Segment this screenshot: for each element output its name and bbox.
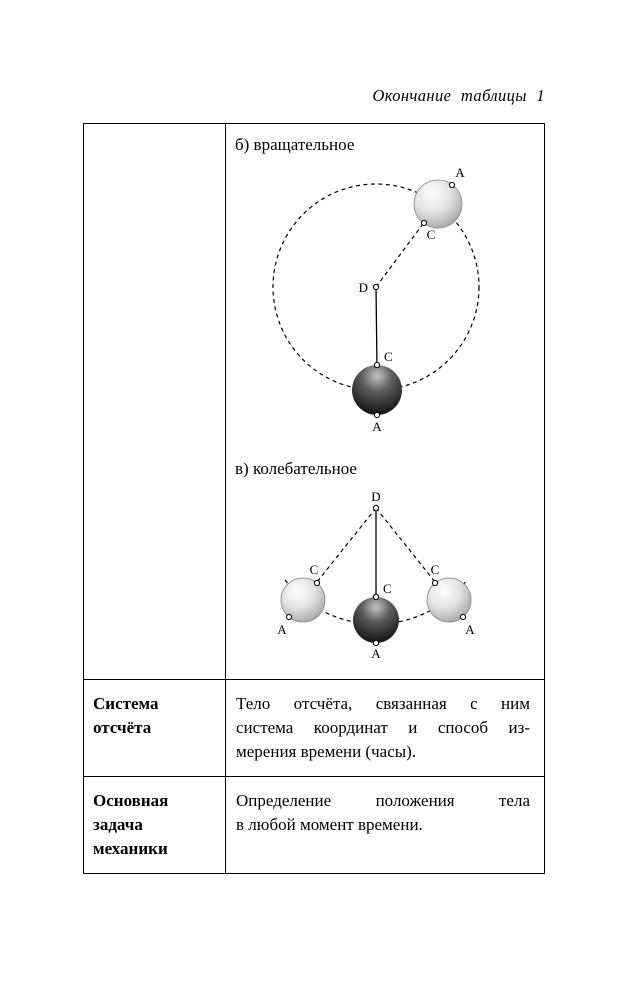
rotation-path-circle (272, 183, 480, 391)
term-cell-empty (84, 124, 226, 679)
table-row-reference-frame: Система отсчёта Тело отсчёта, связанная … (84, 679, 544, 776)
term-line: Система (93, 694, 159, 713)
label-d: D (359, 280, 368, 295)
radius-solid-line (375, 286, 378, 369)
oscillatory-motion-diagram: D C A C A C A (277, 489, 475, 661)
table-row-main-task: Основная задача механики Определение пол… (84, 776, 544, 873)
term-line: отсчёта (93, 718, 152, 737)
definition-main-task: Определение положения тела в любой момен… (226, 777, 544, 873)
term-line: Основная (93, 791, 169, 810)
term-line: механики (93, 839, 168, 858)
label-c-center: C (383, 581, 392, 596)
label-d: D (371, 489, 380, 504)
point-marker-c-top (420, 219, 428, 227)
term-line: задача (93, 815, 143, 834)
oscillatory-caption: в) колебательное (235, 459, 357, 478)
main-table: б) вращательное (83, 123, 545, 874)
definition-line: Тело отсчёта, связанная с ним (236, 694, 530, 713)
label-a-bottom: A (372, 419, 382, 434)
definition-line: мерения времени (часы). (236, 742, 417, 761)
point-marker-a-left (285, 613, 293, 621)
rotational-caption: б) вращательное (235, 135, 355, 154)
definition-line: система координат и способ из- (236, 718, 530, 737)
definition-line: Определение положения тела (236, 791, 530, 810)
point-marker-a-top (448, 181, 456, 189)
term-main-task: Основная задача механики (84, 777, 226, 873)
label-c-bottom: C (384, 349, 393, 364)
point-marker-c-bottom (373, 361, 381, 369)
light-ball (413, 179, 463, 229)
point-marker-d (372, 504, 380, 512)
dark-ball (352, 365, 402, 415)
label-a-left: A (277, 622, 287, 637)
label-c-top: C (427, 227, 436, 242)
center-dark-ball (353, 597, 399, 643)
table-row-diagrams: б) вращательное (84, 124, 544, 679)
term-reference-frame: Система отсчёта (84, 680, 226, 776)
label-c-left: C (310, 562, 319, 577)
point-marker-d (372, 283, 380, 291)
label-a-right: A (465, 622, 475, 637)
definition-line: в любой момент времени. (236, 815, 423, 834)
point-marker-a-bottom (373, 411, 381, 419)
left-light-ball (280, 577, 326, 623)
point-marker-c-left (313, 579, 321, 587)
point-marker-a-right (459, 613, 467, 621)
point-marker-a-center (372, 639, 380, 647)
rotational-motion-diagram: D A C C A (272, 165, 480, 434)
definition-reference-frame: Тело отсчёта, связанная с ним система ко… (226, 680, 544, 776)
diagrams-cell: б) вращательное (226, 124, 546, 679)
table-continuation-header: Окончание таблицы 1 (372, 86, 545, 105)
point-marker-c-center (372, 593, 380, 601)
label-c-right: C (431, 562, 440, 577)
point-marker-c-right (431, 579, 439, 587)
label-a-center: A (371, 646, 381, 661)
right-light-ball (426, 577, 472, 623)
label-a-top: A (455, 165, 465, 180)
